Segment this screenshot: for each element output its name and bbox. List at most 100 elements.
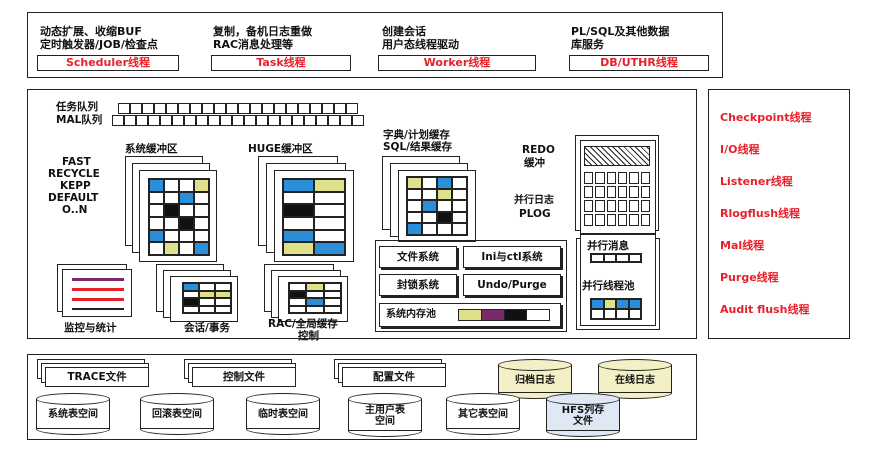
grid-cell (194, 242, 209, 255)
grid-cell (289, 298, 307, 306)
grid-cell (617, 172, 628, 184)
grid-cell (283, 179, 314, 192)
grid-cell (149, 191, 164, 205)
grid-cell (591, 299, 604, 309)
dict-cache-label: 字典/计划缓存 (383, 129, 450, 141)
sql-cache-label: SQL/结果缓存 (383, 141, 453, 153)
queue-slot (280, 115, 292, 126)
grid-cell (164, 217, 179, 230)
parallel-pool-label: 并行线程池 (582, 280, 635, 292)
grid-cell (628, 299, 641, 309)
sys-buffer-grid (148, 178, 210, 256)
sys-mem-pool-label: 系统内存池 (386, 309, 436, 320)
grid-cell (323, 283, 341, 291)
hfs-file: HFS列存文件 (546, 393, 620, 439)
queue-slot (196, 115, 208, 126)
grid-cell (407, 223, 422, 235)
mem-pool-seg-3 (504, 310, 528, 320)
rac-label-2: 控制 (298, 330, 319, 342)
grid-cell (617, 200, 628, 212)
monitor-line-4 (72, 308, 124, 310)
queue-slot (262, 103, 274, 114)
undo-purge-box: Undo/Purge (463, 274, 561, 296)
grid-cell (606, 200, 616, 212)
other-tablespace-label: 其它表空间 (458, 409, 508, 420)
huge-buffer-label: HUGE缓冲区 (248, 143, 313, 155)
buffer-type-recycle: RECYCLE (48, 168, 100, 180)
grid-cell (183, 305, 199, 313)
grid-cell (164, 204, 179, 217)
parallel-msg-label: 并行消息 (587, 240, 629, 252)
grid-cell (640, 214, 650, 226)
hfs-file-label: HFS列存文件 (561, 405, 605, 427)
grid-cell (164, 191, 179, 205)
ini-ctl-box: Ini与ctl系统 (463, 246, 561, 268)
grid-cell (289, 283, 307, 291)
grid-cell (603, 309, 616, 319)
grid-cell (215, 290, 231, 298)
sys-tablespace: 系统表空间 (36, 393, 110, 437)
control-file: 控制文件 (192, 367, 296, 387)
buffer-type-fast: FAST (62, 156, 91, 168)
huge-buffer-grid (282, 178, 346, 256)
trace-file: TRACE文件 (45, 367, 149, 387)
grid-cell (422, 188, 437, 201)
db-desc-2: 库服务 (571, 38, 604, 51)
grid-cell (591, 254, 604, 262)
queue-slot (184, 115, 196, 126)
queue-slot (334, 103, 346, 114)
grid-cell (452, 200, 467, 212)
scheduler-desc-1: 动态扩展、收缩BUF (40, 25, 142, 38)
grid-cell (407, 211, 422, 224)
db-uthr-thread: DB/UTHR线程 (569, 55, 709, 71)
grid-cell (437, 200, 452, 212)
queue-slot (214, 103, 226, 114)
redo-hatch (584, 146, 650, 166)
queue-slot (298, 103, 310, 114)
grid-cell (314, 229, 345, 243)
grid-cell (628, 254, 641, 262)
grid-cell (422, 177, 437, 189)
grid-cell (422, 211, 437, 224)
mem-pool-seg-1 (459, 310, 482, 320)
grid-cell (149, 179, 164, 192)
queue-slot (190, 103, 202, 114)
grid-cell (194, 229, 209, 243)
grid-cell (606, 186, 616, 198)
grid-cell (437, 211, 452, 224)
monitor-line-2 (72, 288, 124, 291)
grid-cell (422, 200, 437, 212)
grid-cell (179, 242, 194, 255)
grid-cell (194, 179, 209, 192)
redo-buffer-label-2: 缓冲 (524, 157, 545, 169)
task-queue-label: 任务队列 (56, 101, 98, 113)
queue-slot (142, 103, 154, 114)
queue-slot (244, 115, 256, 126)
redo-grid (584, 172, 650, 226)
grid-cell (314, 242, 345, 255)
parallel-log-label: 并行日志 (514, 195, 554, 206)
queue-slot (328, 115, 340, 126)
background-threads-panel (708, 89, 850, 339)
grid-cell (306, 283, 324, 291)
parallel-pool-grid (590, 298, 642, 320)
grid-cell (164, 179, 179, 192)
main-user-tablespace-label: 主用户表空间 (365, 405, 405, 427)
sys-tablespace-label: 系统表空间 (48, 409, 98, 420)
queue-slot (202, 103, 214, 114)
queue-slot (166, 103, 178, 114)
task-thread: Task线程 (211, 55, 351, 71)
grid-cell (323, 290, 341, 298)
grid-cell (179, 229, 194, 243)
cylinder-top (598, 359, 672, 371)
queue-slot (226, 103, 238, 114)
grid-cell (314, 191, 345, 205)
queue-slot (286, 103, 298, 114)
queue-slot (148, 115, 160, 126)
grid-cell (164, 242, 179, 255)
grid-cell (283, 229, 314, 243)
temp-tablespace: 临时表空间 (246, 393, 320, 437)
rac-grid (288, 282, 342, 314)
queue-slot (250, 103, 262, 114)
cylinder-top (36, 393, 110, 405)
